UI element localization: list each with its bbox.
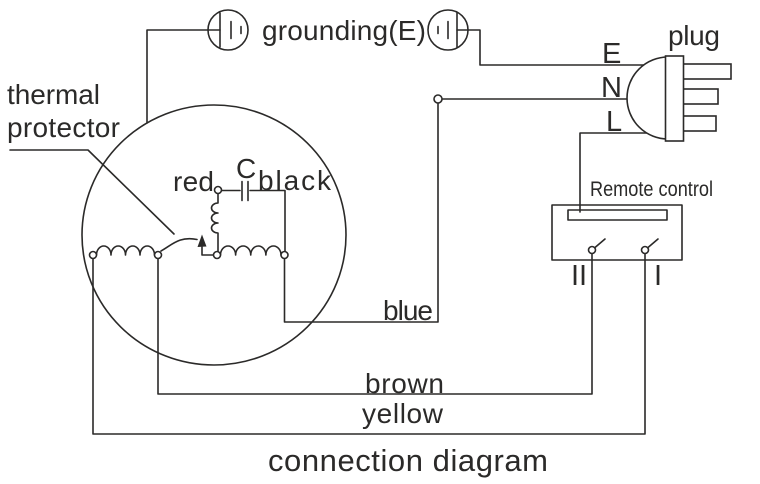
pin-e-label: E	[602, 38, 621, 70]
switch-speed1-lever-icon	[647, 238, 659, 249]
ground-wire-left	[146, 29, 221, 124]
remote-control-label: Remote control	[590, 177, 713, 201]
grounding-symbol-left-circle	[207, 9, 249, 51]
wire-red-label: red	[173, 166, 214, 197]
switch-speed1-contact	[640, 245, 650, 255]
motor-body-circle	[81, 104, 347, 366]
capacitor-wire-black	[249, 189, 286, 253]
remote-receiver-bar	[567, 209, 668, 221]
motor-terminal-red	[213, 185, 223, 195]
thermal-switch-stub	[201, 246, 215, 256]
wire-yellow-label: yellow	[362, 398, 444, 429]
diagram-caption: connection diagram	[268, 443, 548, 478]
thermal-protector-label-line2: protector	[7, 112, 120, 143]
plug-pin-live	[682, 115, 717, 132]
brown-wire	[157, 253, 593, 395]
switch-speed2-contact	[587, 245, 597, 255]
grounding-symbol-right-circle	[427, 9, 469, 51]
pin-l-label: L	[606, 106, 622, 138]
motor-terminal-blue	[280, 250, 289, 260]
thermal-switch-arc	[160, 237, 198, 252]
grounding-label: grounding(E)	[262, 15, 426, 46]
live-wire	[579, 132, 651, 213]
remote-control-box	[551, 204, 683, 261]
wire-blue-label: blue	[383, 295, 433, 326]
main-winding-coil-left	[95, 245, 156, 256]
plug-pin-neutral	[682, 88, 719, 105]
plug-label: plug	[668, 20, 720, 51]
switch-speed2-lever-icon	[594, 238, 606, 249]
thermal-protector-label-line1: thermal	[7, 79, 100, 110]
wire-brown-label: brown	[365, 368, 444, 399]
pin-n-label: N	[601, 72, 622, 104]
blue-wire	[283, 102, 439, 323]
capacitor-icon	[241, 180, 249, 202]
switch-speed2-label: II	[571, 260, 587, 292]
plug-bar	[664, 55, 685, 142]
capacitor-label: C	[236, 153, 256, 184]
yellow-wire	[92, 253, 646, 435]
switch-speed1-label: I	[654, 260, 662, 292]
motor-terminal-common	[212, 250, 222, 260]
start-winding-coil	[210, 192, 219, 253]
grounding-symbol-right-icon	[437, 12, 458, 48]
wire-black-label: black	[258, 165, 332, 196]
main-winding-coil-right	[219, 245, 282, 256]
plug-body	[626, 56, 669, 140]
plug-pin-earth	[682, 63, 732, 80]
neutral-junction-node	[433, 94, 443, 104]
motor-terminal-yellow	[88, 250, 98, 260]
grounding-symbol-left-icon	[219, 12, 242, 48]
motor-terminal-brown	[153, 250, 163, 260]
thermal-switch-arrow-icon	[197, 234, 207, 247]
thermal-protector-leader-line	[9, 149, 175, 235]
